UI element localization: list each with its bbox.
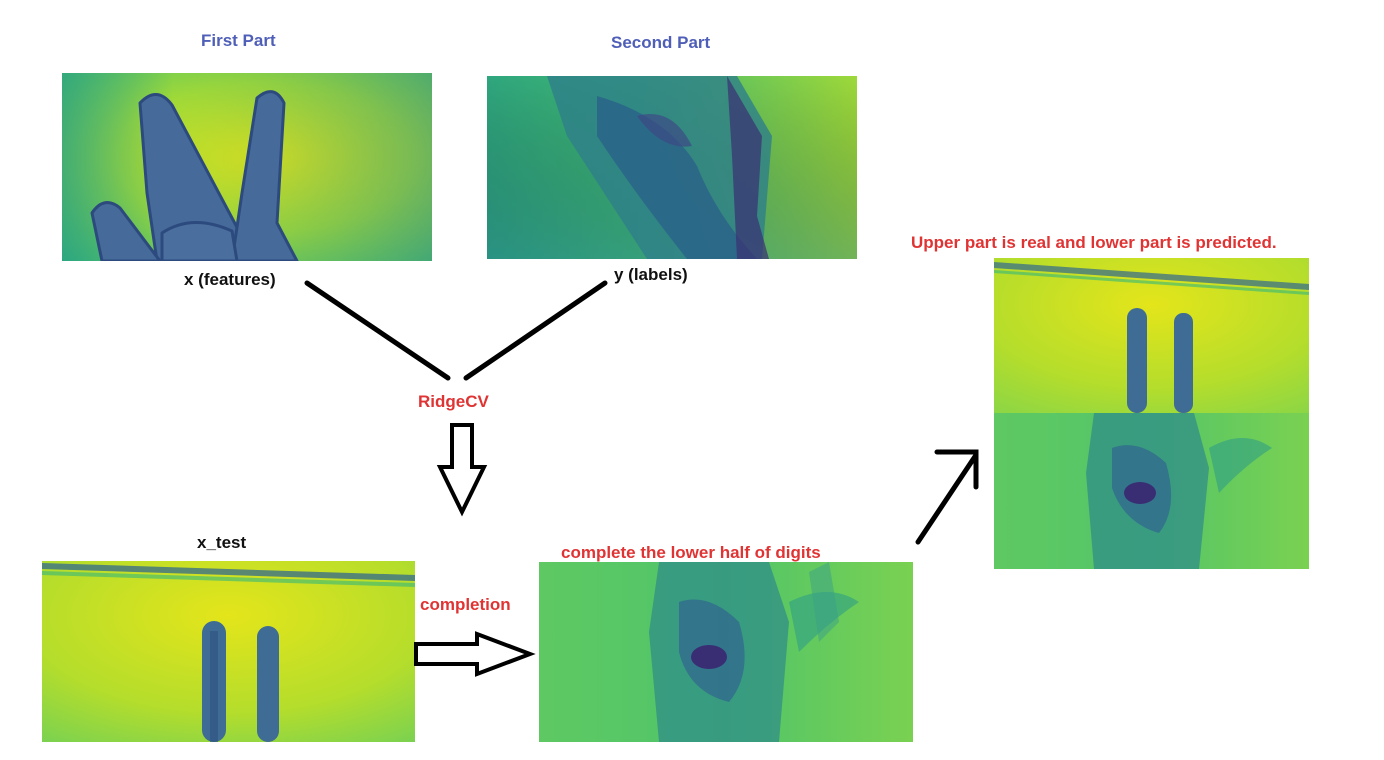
x-test-image <box>42 561 415 742</box>
hollow-down-arrow-icon <box>436 423 488 517</box>
second-part-title: Second Part <box>611 33 711 52</box>
predicted-lower-half-image <box>539 562 913 742</box>
up-right-arrow-icon <box>915 452 979 545</box>
completion-label: completion <box>420 595 511 614</box>
x-test-label: x_test <box>197 533 247 552</box>
y-labels-label: y (labels) <box>614 265 688 284</box>
complete-lower-half-label: complete the lower half of digits <box>561 543 821 562</box>
ridgecv-label: RidgeCV <box>418 392 489 411</box>
first-part-title: First Part <box>201 31 276 50</box>
second-part-image <box>487 76 857 259</box>
hollow-right-arrow-icon <box>414 631 536 677</box>
first-part-image <box>62 73 432 261</box>
x-features-label: x (features) <box>184 270 276 289</box>
y-to-ridgecv-line <box>463 280 608 381</box>
up-right-arrow-head-icon <box>934 449 979 490</box>
result-image <box>994 258 1309 569</box>
result-caption: Upper part is real and lower part is pre… <box>911 233 1277 252</box>
x-to-ridgecv-line <box>304 280 451 381</box>
